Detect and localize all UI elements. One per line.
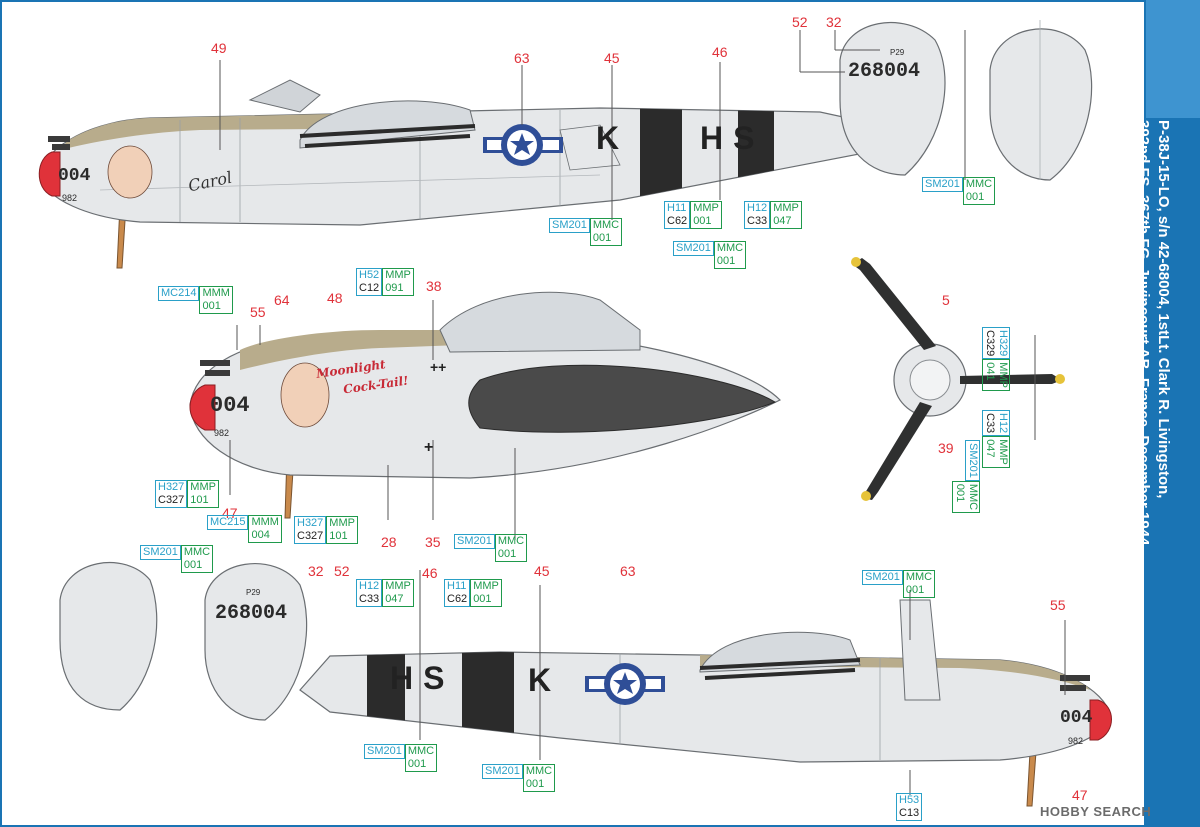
callout-63-bottom: 63 <box>620 563 636 579</box>
leader-lines <box>219 30 1066 795</box>
svg-text:+: + <box>424 439 433 456</box>
callout-47-mid: 47 <box>222 505 238 521</box>
callout-35: 35 <box>425 534 441 550</box>
callout-55-bottom: 55 <box>1050 597 1066 613</box>
callout-38: 38 <box>426 278 442 294</box>
callout-47-bottom: 47 <box>1072 787 1088 803</box>
callout-49: 49 <box>211 40 227 56</box>
callout-52-top: 52 <box>792 14 808 30</box>
callout-63-top: 63 <box>514 50 530 66</box>
callout-45-bottom: 45 <box>534 563 550 579</box>
p29-bottom: P29 <box>246 588 261 597</box>
callout-52-bottom: 52 <box>334 563 350 579</box>
code-k-bottom: K <box>528 662 552 698</box>
callout-39: 39 <box>938 440 954 456</box>
nose-number-top: 004 <box>58 166 91 186</box>
caption-panel <box>1146 0 1200 827</box>
callout-64: 64 <box>274 292 290 308</box>
profiles-canvas: ++ + <box>0 0 1146 827</box>
caption-panel-accent <box>1146 0 1200 118</box>
callout-32-top: 32 <box>826 14 842 30</box>
small-number-top: 982 <box>62 193 78 203</box>
caption-line-1: P-38J-15-LO, s/n 42-68004, 1stLt. Clark … <box>1155 120 1172 499</box>
code-hs-top: HS <box>700 120 765 156</box>
serial-top: 268004 <box>848 60 921 83</box>
serial-bottom: 268004 <box>215 602 288 625</box>
callout-32-bottom: 32 <box>308 563 324 579</box>
code-hs-bottom: HS <box>390 660 455 696</box>
p29-top: P29 <box>890 48 905 57</box>
bottom-profile <box>59 562 1112 807</box>
middle-profile: ++ + <box>189 291 782 519</box>
callout-55-mid: 55 <box>250 304 266 320</box>
small-number-mid: 982 <box>214 428 230 438</box>
callout-28: 28 <box>381 534 397 550</box>
svg-text:++: ++ <box>430 359 446 375</box>
code-k-top: K <box>596 120 620 156</box>
callout-48: 48 <box>327 290 343 306</box>
callout-46-top: 46 <box>712 44 728 60</box>
nose-number-bottom: 004 <box>1060 708 1093 728</box>
caption-line-2: 392nd FS, 367th FG, Juvincourt AB, Franc… <box>1135 120 1152 546</box>
callout-46-bottom: 46 <box>422 565 438 581</box>
nose-number-mid: 004 <box>210 393 250 418</box>
callout-5: 5 <box>942 292 950 308</box>
propeller-diagram <box>851 257 1065 501</box>
callout-45-top: 45 <box>604 50 620 66</box>
small-number-bottom: 982 <box>1068 736 1084 746</box>
watermark: HOBBY SEARCH <box>1040 804 1152 819</box>
